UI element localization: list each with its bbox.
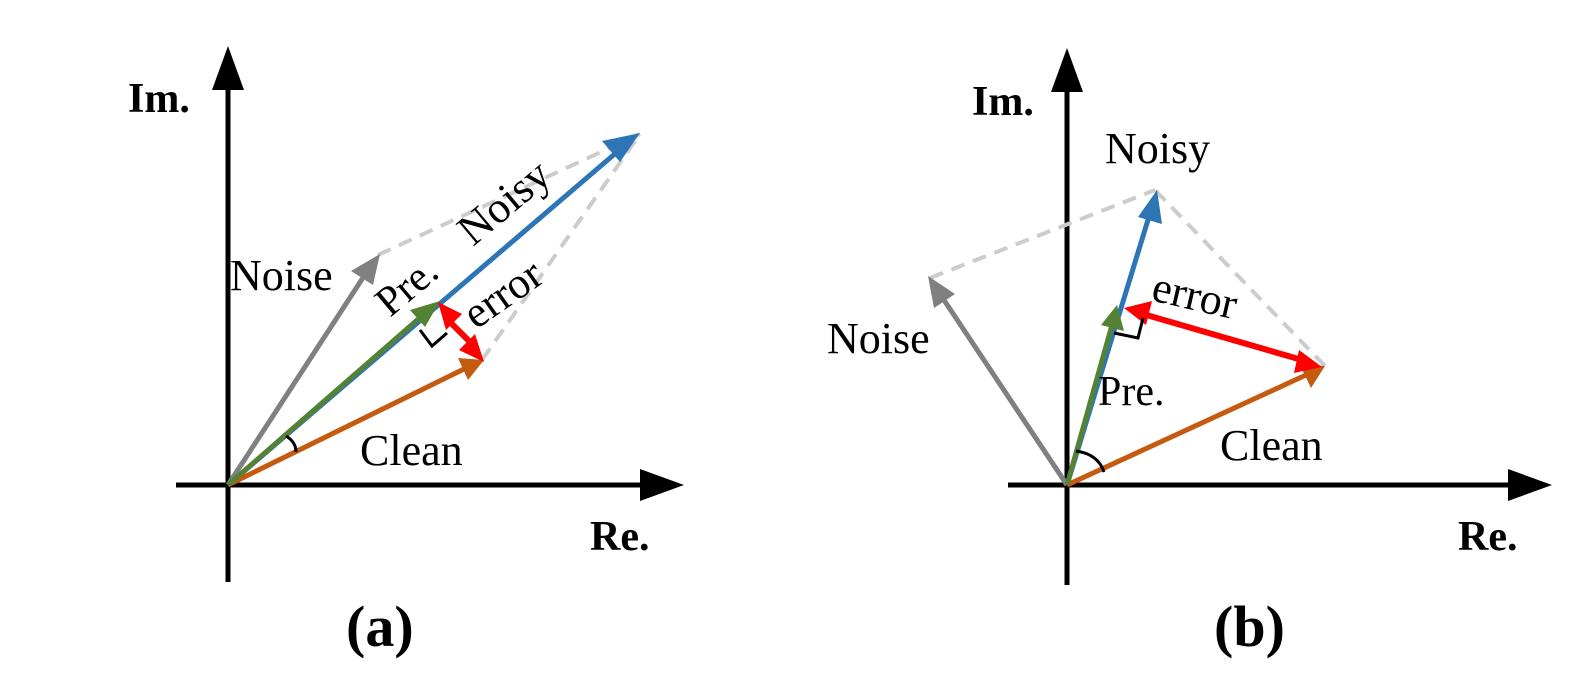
panel-b-guide-noise-to-noisy <box>929 188 1156 280</box>
panel-a-error-arrowhead-start <box>438 302 462 330</box>
panel-a-guide-noise-to-noisy <box>377 132 641 257</box>
panel-a-error-arrowhead-end <box>459 334 484 362</box>
panel-a: Im. Re. (a) Noisy Pre. error Noise Clean <box>128 46 684 659</box>
panel-b-right-angle-marker <box>1113 317 1145 340</box>
panel-b-error-vector <box>1142 311 1303 363</box>
panel-a-pre-vector <box>226 312 426 487</box>
panel-b-error-arrowhead-end <box>1294 350 1322 373</box>
panel-b-im-axis-arrowhead <box>1051 48 1083 92</box>
panel-b-noise-label: Noise <box>827 314 930 363</box>
panel-a-clean-vector <box>226 365 468 488</box>
panel-a-clean-label: Clean <box>360 426 463 475</box>
panel-b-re-axis-arrowhead <box>1508 469 1552 501</box>
panel-b-pre-arrowhead <box>1101 305 1124 331</box>
panel-b-re-label: Re. <box>1458 514 1517 560</box>
panel-b-noise-vector <box>937 292 1070 487</box>
panel-a-re-axis-arrowhead <box>640 469 684 501</box>
panel-a-angle-arc <box>285 434 298 453</box>
panel-b-error-arrowhead-start <box>1124 301 1152 325</box>
panel-b-angle-arc <box>1075 449 1106 473</box>
panel-a-error-label: error <box>454 249 552 338</box>
panel-b: Im. Re. (b) Noisy Pre. error Noise Clean <box>827 48 1552 659</box>
panel-b-noise-arrowhead <box>928 276 955 308</box>
panel-b-clean-arrowhead <box>1300 365 1325 388</box>
panel-a-im-axis-arrowhead <box>212 46 244 90</box>
panel-a-noisy-label: Noisy <box>448 150 560 255</box>
panel-b-pre-vector <box>1064 324 1115 486</box>
panel-b-guide-clean-to-noisy <box>1153 188 1327 368</box>
panel-b-clean-label: Clean <box>1220 421 1323 470</box>
panel-a-noise-vector <box>225 268 371 487</box>
panel-a-pre-label: Pre. <box>367 248 448 326</box>
panel-b-noisy-label: Noisy <box>1105 124 1210 173</box>
panel-a-caption: (a) <box>346 594 414 659</box>
panel-a-noisy-arrowhead <box>602 133 640 162</box>
panel-a-pre-arrowhead <box>410 301 440 327</box>
panel-b-caption: (b) <box>1214 594 1285 659</box>
panel-a-noise-label: Noise <box>230 251 333 300</box>
panel-b-noisy-arrowhead <box>1138 190 1162 224</box>
panel-a-clean-arrowhead <box>458 358 484 380</box>
panel-b-im-label: Im. <box>972 79 1034 125</box>
panel-a-right-angle-marker <box>418 329 448 349</box>
panel-b-clean-vector <box>1065 372 1308 488</box>
panel-a-im-label: Im. <box>128 76 190 122</box>
panel-b-pre-label: Pre. <box>1098 369 1165 415</box>
panel-a-noise-arrowhead <box>351 254 380 285</box>
panel-a-re-label: Re. <box>590 514 649 560</box>
